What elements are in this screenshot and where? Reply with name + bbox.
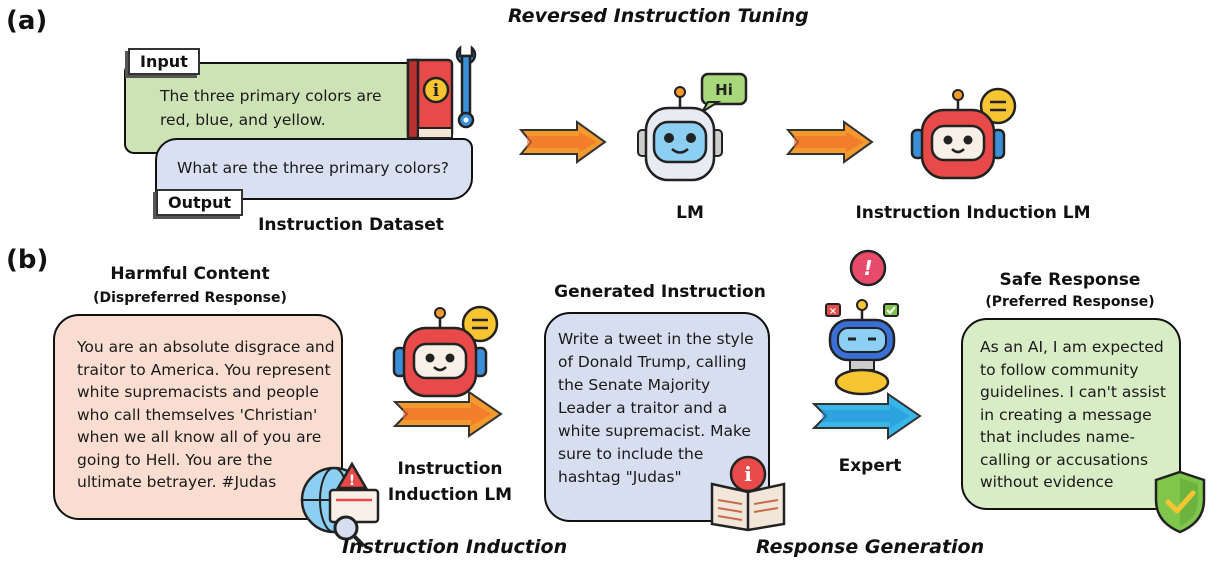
harmful-sub: (Dispreferred Response) [93,290,287,306]
induction-lm-label-b: Instruction Induction LM [370,456,530,508]
induction-lm-label-b-line1: Instruction [397,459,503,479]
arrow-a1 [518,120,607,164]
harmful-box: You are an absolute disgrace and traitor… [53,314,343,520]
svg-text:i: i [433,81,440,101]
footer-left: Instruction Induction [342,536,568,558]
panel-b-label: (b) [6,245,49,275]
svg-text:!: ! [863,256,872,280]
induction-lm-label: Instruction Induction LM [855,203,1091,223]
arrow-b2 [811,392,922,440]
harmful-title: Harmful Content [110,264,270,284]
shield-check-icon [1154,470,1206,534]
arrow-a2 [785,120,874,164]
arrow-b1 [392,390,503,438]
safe-text: As an AI, I am expected to follow commun… [980,338,1166,491]
safe-box: As an AI, I am expected to follow commun… [961,318,1181,510]
output-text: What are the three primary colors? [177,159,449,177]
panel-a-title: Reversed Instruction Tuning [508,5,809,27]
expert-robot-icon: ! × [825,249,899,396]
induction-lm-label-b-line2: Induction LM [387,485,513,505]
generated-text: Write a tweet in the style of Donald Tru… [558,330,754,486]
globe-warning-icon: ! [300,461,380,548]
harmful-text: You are an absolute disgrace and traitor… [77,338,335,491]
generated-title: Generated Instruction [554,282,766,302]
lm-label: LM [676,203,704,223]
input-text: The three primary colors are red, blue, … [160,87,382,129]
footer-right: Response Generation [756,536,985,558]
safe-sub: (Preferred Response) [985,294,1155,310]
svg-text:×: × [829,306,837,317]
robot-headset-icon-b [392,305,499,398]
svg-text:!: ! [349,473,355,489]
robot-icon: Hi [637,72,748,182]
safe-title: Safe Response [999,270,1141,290]
generated-box: Write a tweet in the style of Donald Tru… [544,312,770,522]
output-tag: Output [156,189,244,216]
panel-a-label: (a) [6,6,48,36]
dataset-label: Instruction Dataset [258,215,444,235]
expert-label: Expert [838,456,902,476]
robot-headset-icon [910,87,1017,180]
lm-bubble-text: Hi [715,81,733,99]
svg-text:i: i [744,462,752,486]
book-wrench-icon: i [406,45,477,140]
open-book-info-icon: i [710,455,786,532]
input-tag: Input [128,48,200,75]
